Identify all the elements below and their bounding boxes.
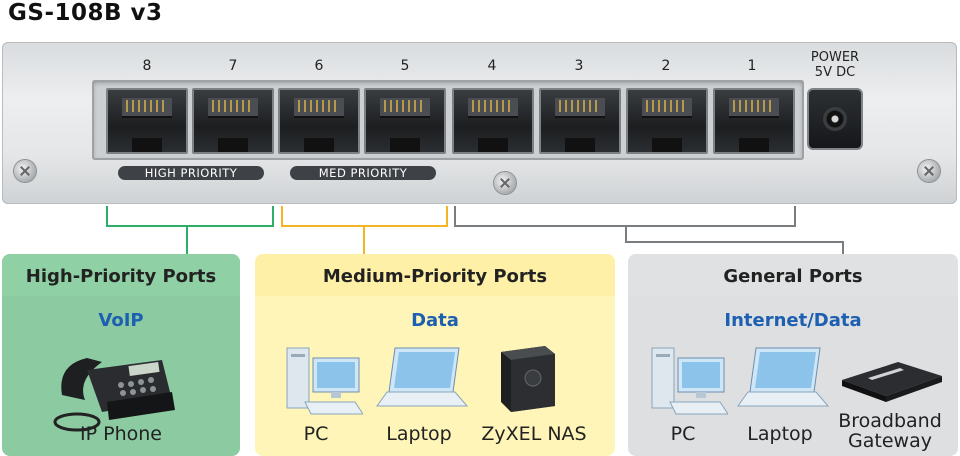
product-title: GS-108B v3 (8, 0, 163, 26)
gateway-label: Broadband Gateway (820, 411, 960, 451)
ethernet-port-3 (539, 88, 621, 154)
gateway-label-line1: Broadband (838, 410, 942, 432)
general-laptop-icon (737, 347, 830, 407)
general-drop (625, 226, 844, 256)
ethernet-port-4 (452, 88, 534, 154)
right-screw-icon (918, 160, 940, 182)
data-subtitle: Data (411, 310, 459, 331)
power-label: POWER 5V DC (800, 50, 870, 80)
ethernet-port-6 (278, 88, 360, 154)
gateway-icon (842, 362, 942, 402)
power-jack-icon (807, 88, 863, 150)
ethernet-port-5 (364, 88, 446, 154)
port-number-7: 7 (228, 58, 238, 74)
port-number-8: 8 (142, 58, 152, 74)
general-laptop-label: Laptop (747, 423, 813, 445)
power-label-line1: POWER (810, 50, 860, 65)
ip-phone-label: IP Phone (80, 423, 162, 445)
ethernet-port-2 (626, 88, 708, 154)
port-number-1: 1 (747, 58, 757, 74)
ethernet-port-7 (192, 88, 274, 154)
ethernet-port-1 (713, 88, 795, 154)
connector-lines (106, 206, 844, 256)
general-pc-icon (651, 347, 728, 415)
port-number-5: 5 (400, 58, 410, 74)
laptop-label: Laptop (386, 423, 452, 445)
ethernet-port-8 (106, 88, 188, 154)
med-priority-label: MED PRIORITY (290, 166, 436, 180)
port-number-3: 3 (574, 58, 584, 74)
general-pc-label: PC (670, 423, 696, 445)
left-screw-icon (14, 160, 36, 182)
center-screw-icon (494, 172, 516, 194)
power-label-line2: 5V DC (814, 65, 856, 80)
high-connector (106, 206, 274, 227)
general-connector (454, 206, 796, 227)
port-number-4: 4 (487, 58, 497, 74)
pc-label: PC (303, 423, 329, 445)
high-priority-label: HIGH PRIORITY (118, 166, 264, 180)
pc-icon (286, 347, 363, 415)
high-priority-heading: High-Priority Ports (2, 254, 240, 296)
port-number-6: 6 (314, 58, 324, 74)
nas-icon (501, 346, 555, 412)
general-heading: General Ports (628, 254, 958, 296)
nas-label: ZyXEL NAS (481, 423, 587, 445)
voip-subtitle: VoIP (98, 310, 144, 331)
medium-priority-heading: Medium-Priority Ports (255, 254, 615, 296)
high-priority-panel: High-Priority Ports VoIP IP Phone (2, 254, 240, 456)
laptop-icon (376, 347, 469, 407)
general-panel: General Ports Internet/Data PC Laptop Br… (628, 254, 958, 456)
internet-data-subtitle: Internet/Data (724, 310, 862, 331)
medium-priority-panel: Medium-Priority Ports Data PC Laptop ZyX… (255, 254, 615, 456)
port-number-2: 2 (661, 58, 671, 74)
medium-connector (281, 206, 448, 227)
gateway-label-line2: Gateway (848, 430, 932, 452)
ip-phone-icon (53, 358, 175, 432)
